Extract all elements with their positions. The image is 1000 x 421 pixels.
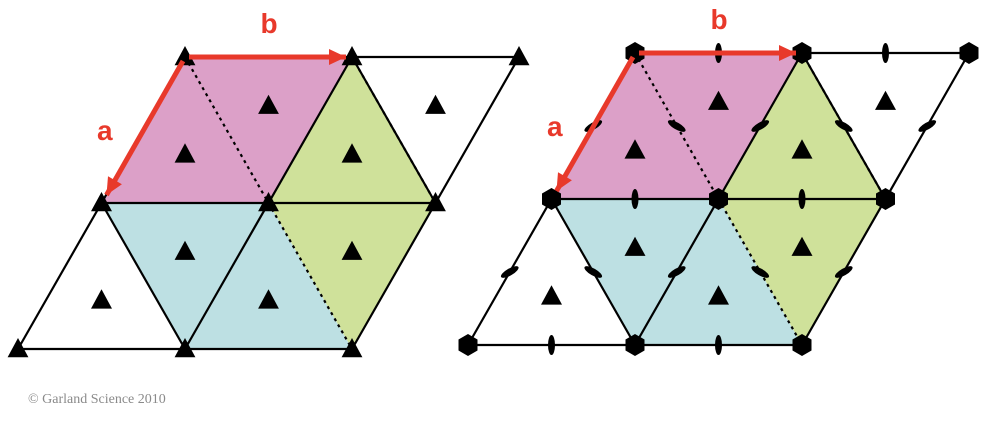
threefold-node-triangle-icon [341, 46, 363, 66]
twofold-lens-icon [751, 266, 770, 278]
twofold-lens-icon [834, 120, 853, 132]
panel-right-sixfold: ab [458, 4, 979, 356]
copyright-notice: © Garland Science 2010 [28, 392, 166, 407]
threefold-node-triangle-icon [341, 338, 363, 358]
twofold-lens-icon [751, 120, 770, 132]
threefold-triangle-icon [91, 289, 112, 309]
vector-a-arrow [104, 59, 186, 197]
threefold-node-triangle-icon [7, 338, 29, 358]
vector-b-arrow-head [329, 49, 346, 65]
twofold-lens-icon [882, 43, 889, 63]
sixfold-hexagon-icon [792, 334, 812, 356]
dotted-diagonal [184, 56, 270, 204]
threefold-triangle-icon [258, 289, 279, 309]
sixfold-hexagon-icon [542, 188, 561, 210]
threefold-triangle-icon [708, 90, 729, 110]
threefold-triangle-icon [258, 94, 279, 114]
twofold-lens-icon [667, 266, 686, 278]
threefold-triangle-icon [624, 236, 646, 256]
vector-b-label: b [711, 4, 728, 35]
twofold-lens-icon [631, 189, 639, 209]
sixfold-hexagon-icon [876, 188, 895, 210]
dotted-diagonal [351, 56, 437, 204]
threefold-node-triangle-icon [174, 46, 196, 66]
vector-b-arrow-head [779, 45, 796, 61]
vector-a-arrow [554, 55, 636, 193]
threefold-triangle-icon [541, 285, 562, 305]
twofold-lens-icon [667, 120, 686, 132]
threefold-triangle-icon [624, 139, 646, 159]
threefold-triangle-icon [174, 240, 196, 260]
threefold-triangle-icon [875, 90, 896, 110]
twofold-lens-icon [834, 266, 853, 278]
sixfold-hexagon-icon [959, 42, 979, 64]
vector-a-arrow-head [106, 176, 122, 195]
threefold-triangle-icon [341, 240, 363, 260]
threefold-triangle-icon [425, 94, 446, 114]
panel-left-threefold: ab [7, 8, 530, 358]
twofold-lens-icon [548, 335, 555, 355]
twofold-lens-icon [798, 189, 806, 209]
vector-a-label: a [97, 115, 113, 146]
lattice-line [100, 202, 186, 350]
threefold-triangle-icon [341, 143, 363, 163]
vector-b-label: b [261, 8, 278, 39]
threefold-node-triangle-icon [174, 338, 196, 358]
threefold-node-triangle-icon [91, 192, 112, 212]
threefold-triangle-icon [708, 285, 729, 305]
threefold-triangle-icon [174, 143, 196, 163]
twofold-lens-icon [918, 120, 937, 132]
sixfold-hexagon-icon [709, 188, 728, 210]
sixfold-hexagon-icon [792, 42, 812, 64]
threefold-triangle-icon [791, 236, 813, 256]
twofold-lens-icon [500, 266, 519, 278]
threefold-node-triangle-icon [258, 192, 279, 212]
dotted-diagonal [267, 202, 353, 350]
vector-a-arrow-head [556, 172, 572, 191]
threefold-node-triangle-icon [425, 192, 446, 212]
sixfold-hexagon-icon [625, 334, 645, 356]
twofold-lens-icon [715, 335, 722, 355]
twofold-lens-icon [584, 266, 603, 278]
sixfold-hexagon-icon [458, 334, 478, 356]
threefold-node-triangle-icon [508, 46, 530, 66]
vector-a-label: a [547, 111, 563, 142]
threefold-triangle-icon [791, 139, 813, 159]
